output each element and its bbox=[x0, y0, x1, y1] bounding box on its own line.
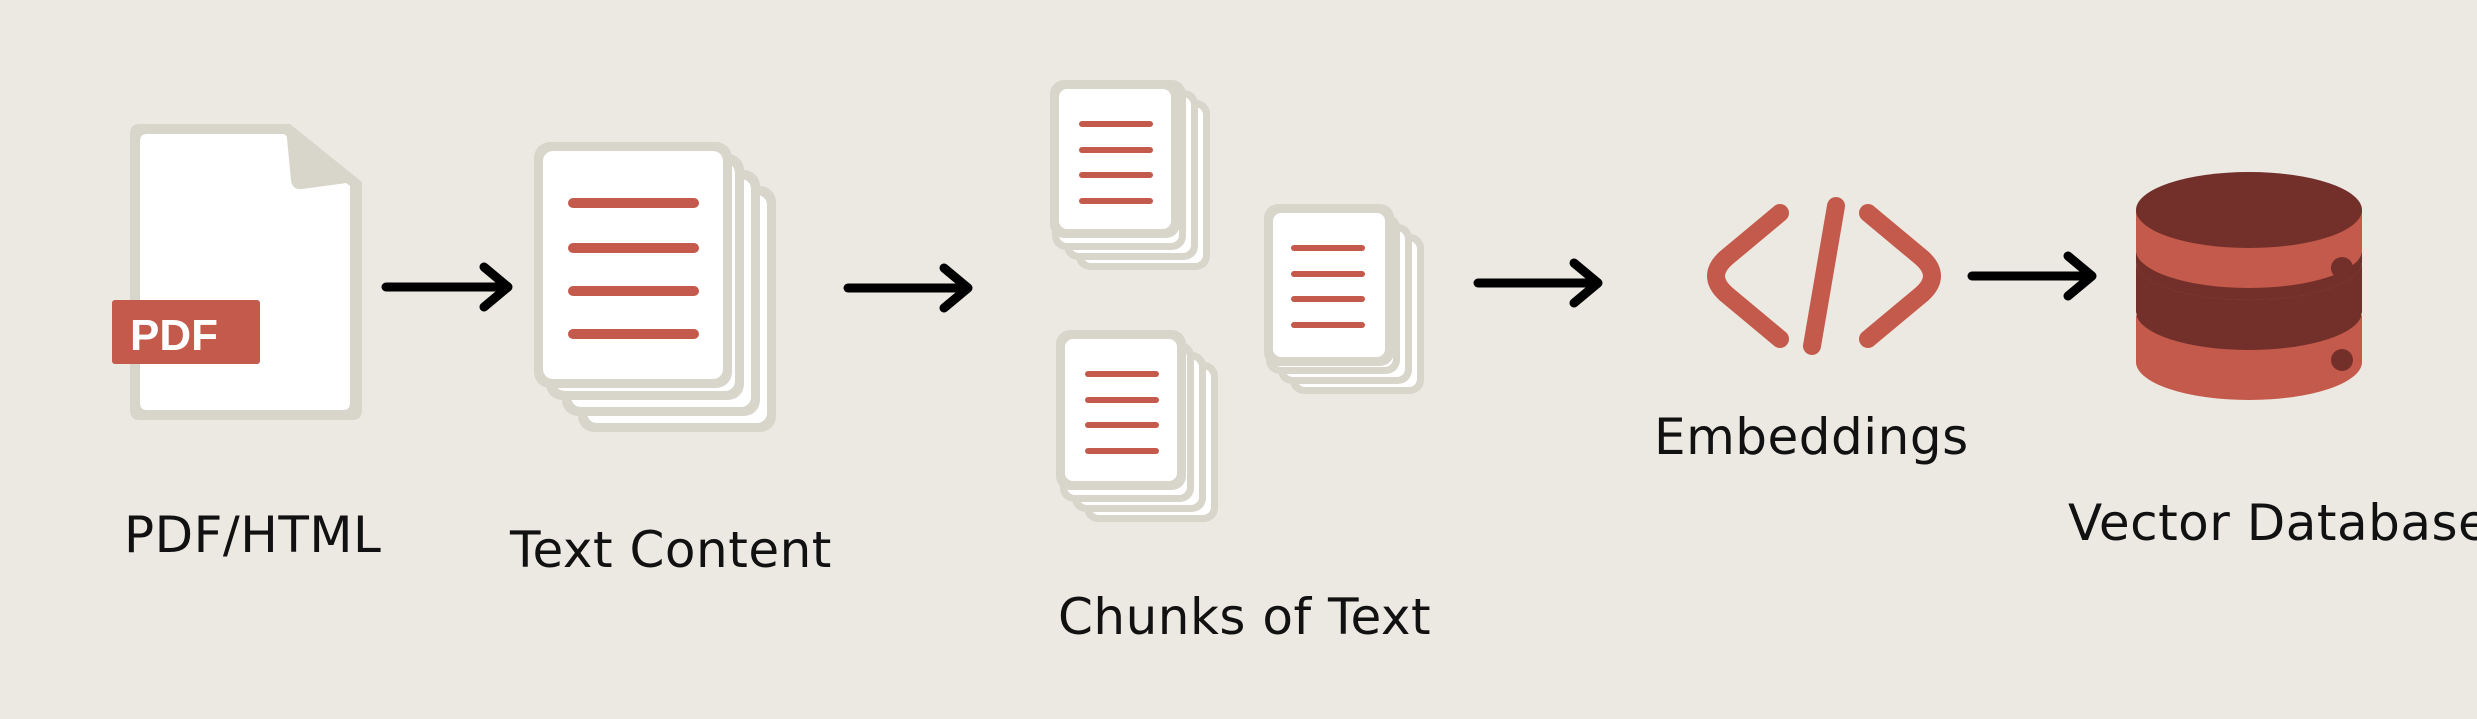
arrow-icon bbox=[381, 262, 513, 312]
pdf-badge-text: PDF bbox=[130, 311, 218, 360]
arrow-icon bbox=[1473, 258, 1603, 308]
chunk-stack-bottom bbox=[1056, 330, 1218, 522]
code-brackets-icon bbox=[1707, 197, 1941, 355]
arrow-icon bbox=[1967, 251, 2097, 301]
chunk-stack-right bbox=[1264, 204, 1424, 394]
arrow-icon bbox=[843, 263, 973, 313]
vector-database-label: Vector Database bbox=[2068, 494, 2477, 552]
pdf-html-label: PDF/HTML bbox=[124, 506, 382, 564]
pdf-file-icon: PDF bbox=[112, 124, 362, 420]
embeddings-label: Embeddings bbox=[1654, 408, 1969, 466]
pdf-badge bbox=[112, 300, 260, 364]
text-content-label: Text Content bbox=[510, 521, 832, 579]
text-content-icon bbox=[534, 142, 776, 432]
chunks-of-text-label: Chunks of Text bbox=[1058, 588, 1432, 646]
database-icon bbox=[2136, 172, 2362, 400]
chunk-stack-top bbox=[1050, 80, 1210, 270]
